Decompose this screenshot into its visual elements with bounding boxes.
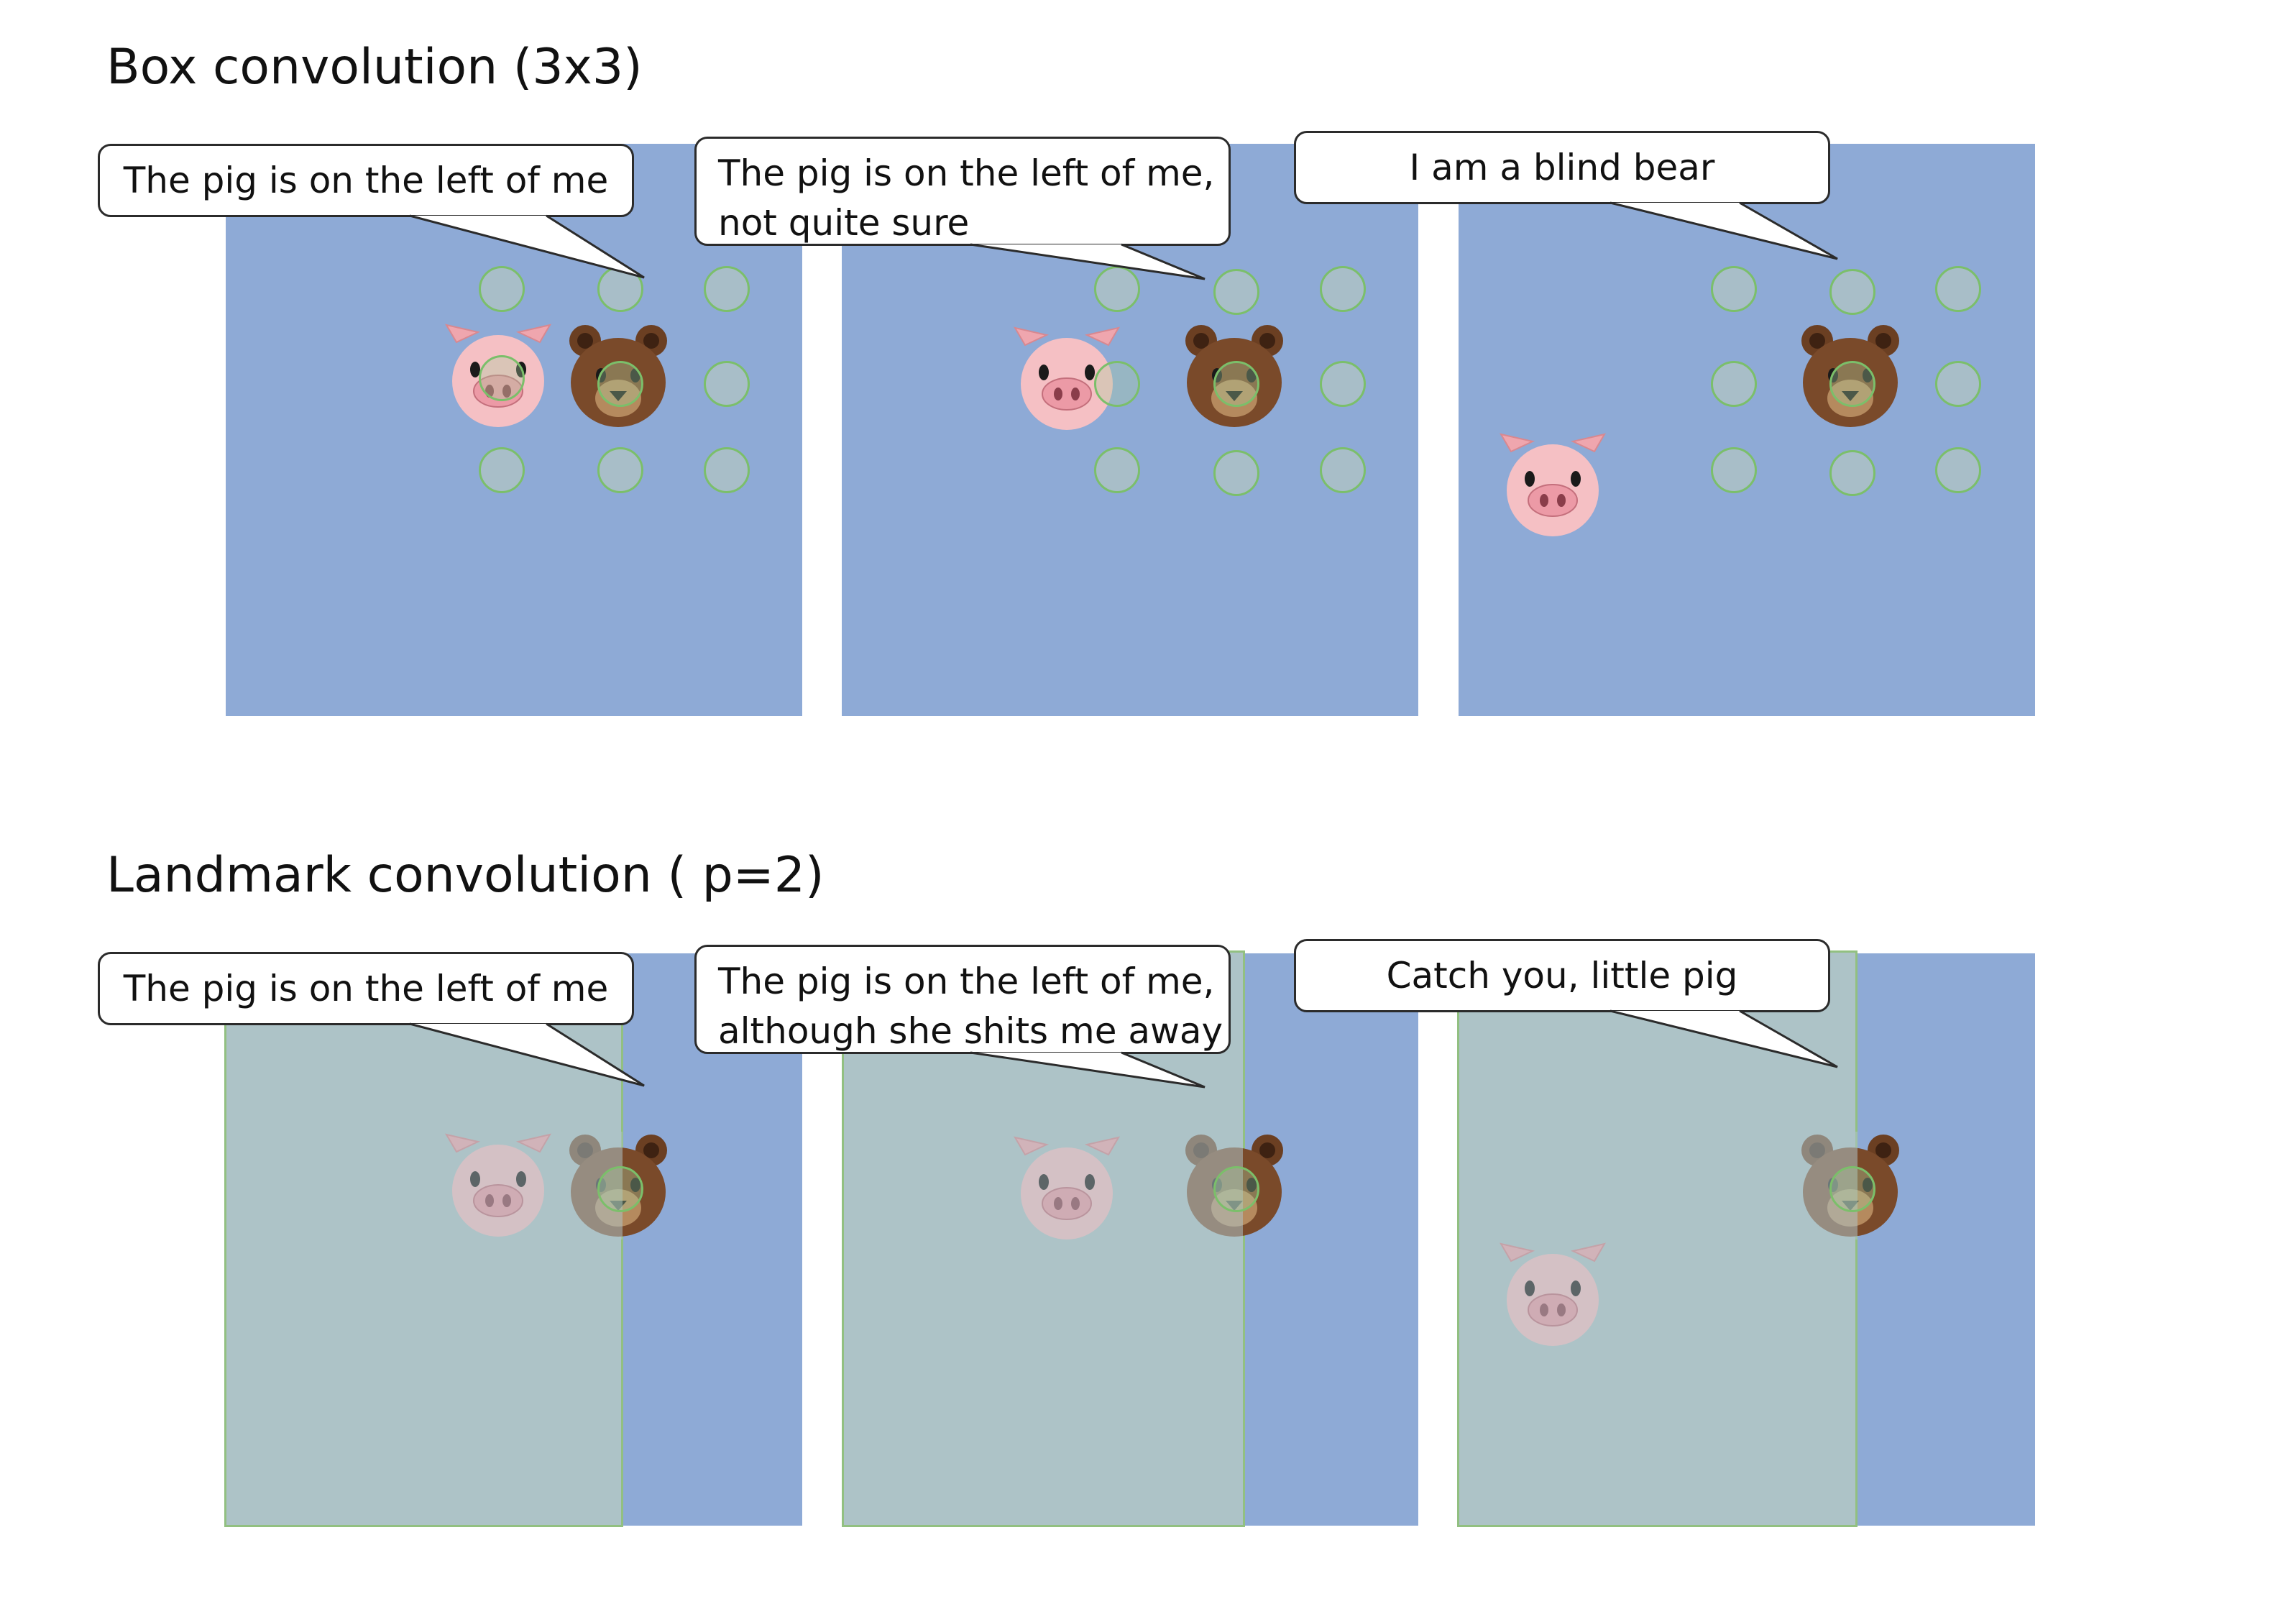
sample-point-icon bbox=[1829, 361, 1875, 407]
sample-point-icon bbox=[1935, 266, 1981, 312]
sample-point-icon bbox=[479, 355, 525, 401]
box-panel-3 bbox=[1459, 144, 2035, 716]
bubble-line: although she shits me away bbox=[718, 1010, 1223, 1052]
sample-point-icon bbox=[1094, 266, 1140, 312]
speech-bubble: Catch you, little pig bbox=[1294, 939, 1830, 1012]
bubble-line: The pig is on the left of me bbox=[123, 968, 609, 1009]
sample-point-icon bbox=[1935, 447, 1981, 493]
speech-bubble-tail bbox=[970, 1051, 1206, 1089]
bubble-line: The pig is on the left of me bbox=[123, 160, 609, 201]
sample-point-icon bbox=[1829, 269, 1875, 315]
speech-bubble-tail bbox=[1610, 1009, 1838, 1068]
bubble-line: Catch you, little pig bbox=[1386, 955, 1738, 996]
bubble-line: I am a blind bear bbox=[1409, 147, 1715, 188]
speech-bubble: The pig is on the left of me, not quite … bbox=[694, 137, 1231, 246]
bubble-line: The pig is on the left of me, bbox=[718, 152, 1215, 194]
sample-point-icon bbox=[1829, 450, 1875, 496]
box-convolution-title: Box convolution (3x3) bbox=[106, 39, 643, 96]
sample-point-icon bbox=[1935, 361, 1981, 407]
sample-point-icon bbox=[597, 447, 643, 493]
pig-face-icon bbox=[1013, 326, 1121, 430]
speech-bubble-tail bbox=[1610, 201, 1838, 260]
sample-point-icon bbox=[1320, 447, 1366, 493]
sample-point-icon bbox=[704, 266, 750, 312]
speech-bubble: The pig is on the left of me bbox=[98, 144, 634, 217]
speech-bubble-tail bbox=[970, 243, 1206, 280]
pig-face-icon bbox=[1013, 1136, 1121, 1240]
sample-point-icon bbox=[479, 266, 525, 312]
pig-face-icon bbox=[1499, 433, 1607, 536]
pig-face-icon bbox=[444, 1133, 552, 1237]
sample-point-icon bbox=[597, 361, 643, 407]
sample-point-icon bbox=[1094, 447, 1140, 493]
speech-bubble-tail bbox=[409, 214, 645, 279]
sample-point-icon bbox=[1320, 361, 1366, 407]
bubble-line: not quite sure bbox=[718, 202, 970, 244]
sample-point-icon bbox=[1213, 269, 1259, 315]
speech-bubble-tail bbox=[409, 1022, 645, 1087]
speech-bubble: The pig is on the left of me, although s… bbox=[694, 945, 1231, 1054]
sample-point-icon bbox=[479, 447, 525, 493]
landmark-convolution-title: Landmark convolution ( p=2) bbox=[106, 847, 825, 904]
sample-point-icon bbox=[597, 1166, 643, 1212]
sample-point-icon bbox=[1320, 266, 1366, 312]
landmark-region bbox=[224, 988, 623, 1527]
sample-point-icon bbox=[1829, 1166, 1875, 1212]
sample-point-icon bbox=[1213, 450, 1259, 496]
speech-bubble: The pig is on the left of me bbox=[98, 952, 634, 1025]
sample-point-icon bbox=[704, 361, 750, 407]
pig-face-icon bbox=[1499, 1242, 1607, 1346]
sample-point-icon bbox=[1711, 266, 1757, 312]
bubble-line: The pig is on the left of me, bbox=[718, 961, 1215, 1002]
sample-point-icon bbox=[1213, 1166, 1259, 1212]
sample-point-icon bbox=[1711, 447, 1757, 493]
sample-point-icon bbox=[1094, 361, 1140, 407]
speech-bubble: I am a blind bear bbox=[1294, 131, 1830, 204]
sample-point-icon bbox=[1711, 361, 1757, 407]
sample-point-icon bbox=[704, 447, 750, 493]
sample-point-icon bbox=[1213, 361, 1259, 407]
